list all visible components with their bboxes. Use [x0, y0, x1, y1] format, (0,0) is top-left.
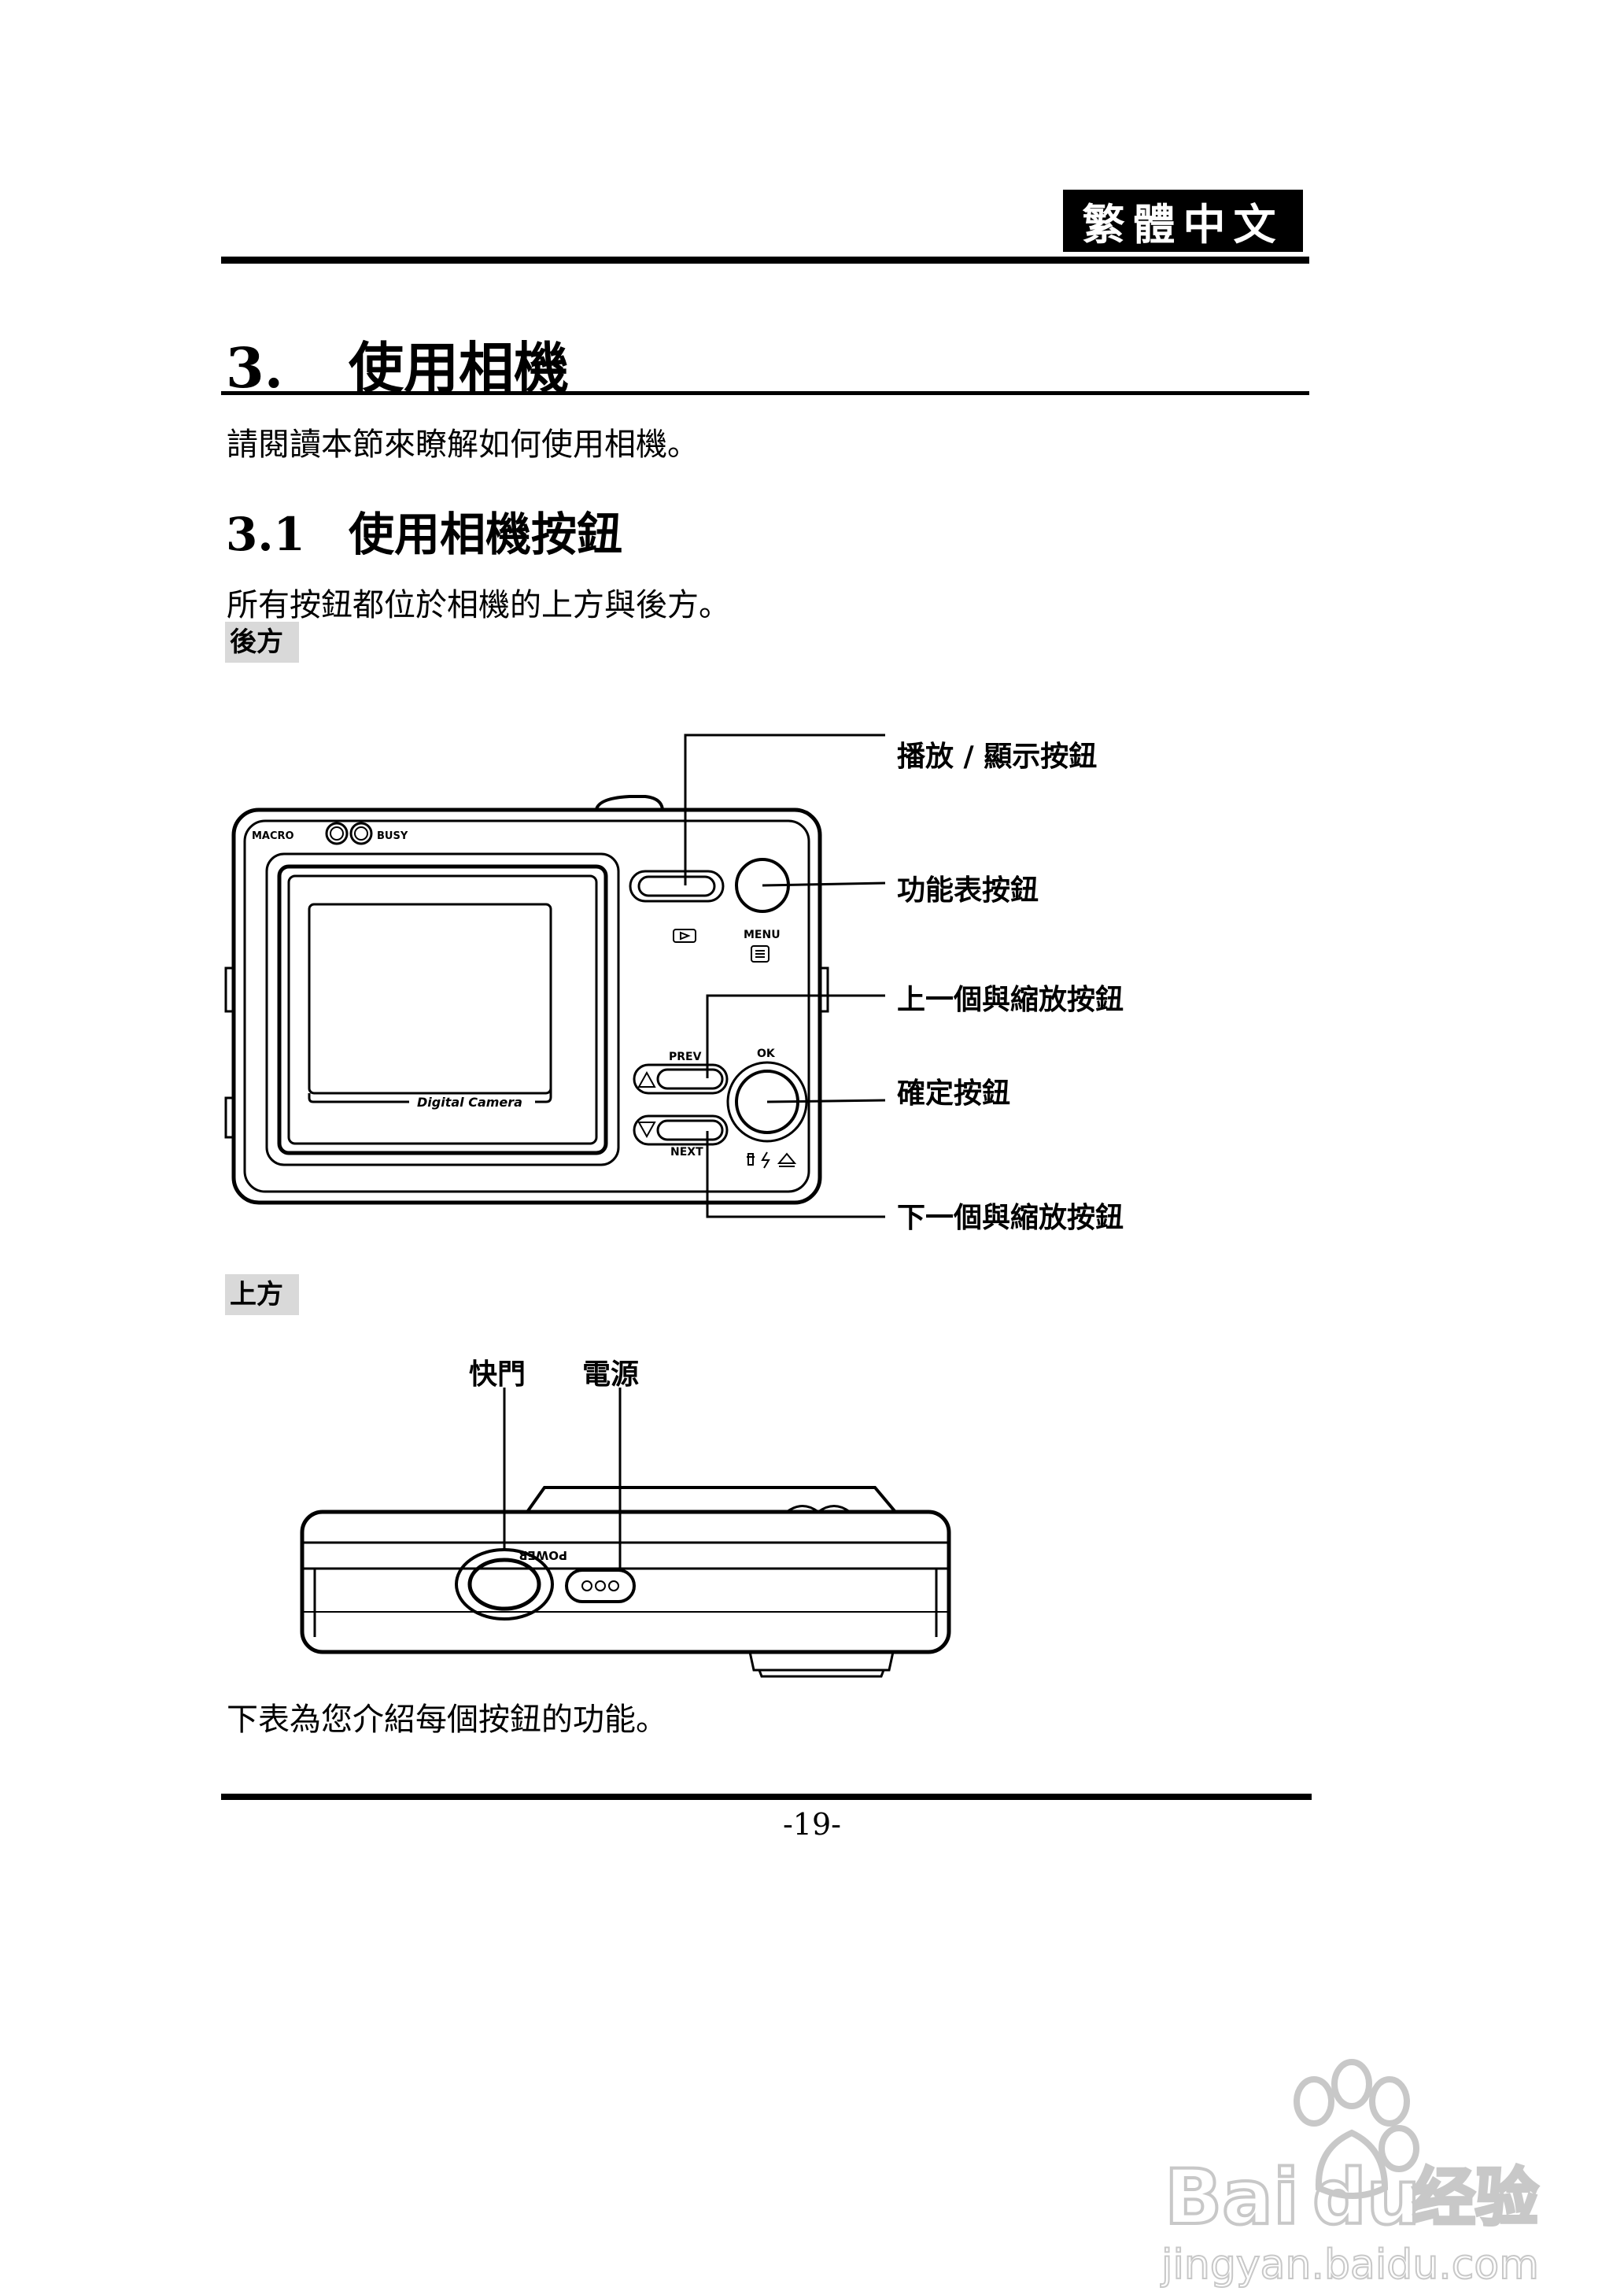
- watermark-url: jingyan.baidu.com: [1161, 2241, 1539, 2289]
- lcd-outer-frame: [265, 852, 620, 1166]
- leader-play: [684, 734, 885, 885]
- lcd-frame: [277, 864, 608, 1155]
- leader-next: [706, 1131, 885, 1218]
- chapter-title: 使用相機: [349, 335, 569, 401]
- footer-rule: [221, 1794, 1312, 1800]
- watermark-brand: Bai: [1164, 2153, 1299, 2241]
- callout-power: 電源: [582, 1358, 640, 1391]
- prev-label: PREV: [669, 1051, 702, 1063]
- menu-label: MENU: [744, 929, 781, 941]
- section-intro: 所有按鈕都位於相機的上方與後方。: [227, 587, 730, 623]
- chapter-intro: 請閱讀本節來瞭解如何使用相機。: [227, 427, 699, 463]
- top-view-label: 上方: [225, 1274, 299, 1315]
- ok-label: OK: [757, 1048, 776, 1060]
- watermark-suffix: 经验: [1412, 2161, 1538, 2234]
- top-bump: [595, 795, 664, 810]
- top-lens-housing: [526, 1486, 897, 1513]
- power-camera-label: POWER: [518, 1548, 567, 1562]
- macro-label: MACRO: [252, 830, 294, 842]
- callout-ok: 確定按鈕: [897, 1077, 1011, 1110]
- screen-brand-label: Digital Camera: [417, 1095, 522, 1110]
- callout-menu: 功能表按鈕: [897, 874, 1039, 907]
- watermark-brand-tail: du: [1312, 2153, 1420, 2241]
- shutter-button: [455, 1548, 554, 1621]
- leader-prev: [706, 994, 885, 1078]
- callout-play-display: 播放 / 顯示按鈕: [897, 741, 1098, 773]
- next-label: NEXT: [670, 1146, 703, 1159]
- baidu-watermark: Bai du 经验 jingyan.baidu.com: [1149, 2054, 1558, 2293]
- play-display-button: [629, 870, 725, 903]
- camera-body-inner: [243, 819, 810, 1193]
- page-number: -19-: [782, 1807, 842, 1842]
- macro-led: [325, 822, 349, 845]
- prev-button: [633, 1063, 729, 1095]
- top-body-outline: [300, 1510, 951, 1654]
- chapter-rule: [221, 391, 1309, 395]
- callout-shutter: 快門: [469, 1358, 526, 1391]
- camera-body-outline: [231, 808, 822, 1205]
- language-tag: 繁體中文: [1063, 190, 1303, 252]
- chapter-number: 3.: [226, 335, 284, 401]
- lcd-screen: [308, 903, 552, 1095]
- header-rule: [221, 257, 1309, 264]
- leader-ok: [766, 1099, 886, 1103]
- chapter-heading: 3. 使用相機: [226, 324, 569, 404]
- menu-button: [735, 858, 790, 913]
- busy-led: [349, 822, 373, 845]
- section-heading: 3.1 使用相機按鈕: [226, 497, 622, 564]
- section-title: 使用相機按鈕: [349, 508, 623, 561]
- busy-label: BUSY: [377, 830, 408, 842]
- next-button: [633, 1114, 729, 1146]
- leader-menu: [762, 881, 886, 887]
- baidu-paw-logo: Bai du 经验 jingyan.baidu.com: [1160, 2059, 1540, 2289]
- callout-next-zoom: 下一個與縮放按鈕: [897, 1202, 1124, 1234]
- ok-button: [735, 1070, 799, 1134]
- ok-button-ring: [726, 1061, 808, 1143]
- callout-prev-zoom: 上一個與縮放按鈕: [897, 984, 1124, 1016]
- power-button: [565, 1569, 636, 1603]
- section-number: 3.1: [226, 508, 305, 561]
- back-view-label: 後方: [225, 622, 299, 663]
- closing-text: 下表為您介紹每個按鈕的功能。: [227, 1702, 667, 1738]
